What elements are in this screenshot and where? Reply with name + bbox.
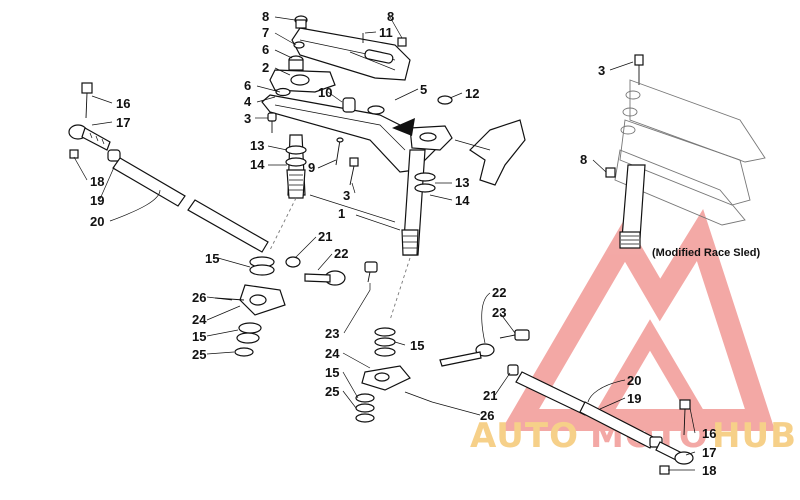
callout-9: 9: [308, 160, 315, 175]
callout-22b: 22: [492, 285, 506, 300]
callout-3b: 3: [343, 188, 350, 203]
callout-26: 26: [192, 290, 206, 305]
callout-14b: 14: [455, 193, 470, 208]
steering-post-right: [389, 149, 436, 321]
callout-21: 21: [318, 229, 332, 244]
callout-20: 20: [90, 214, 104, 229]
upper-steering-arm: [261, 15, 526, 186]
watermark-word-1: AUTO: [470, 416, 579, 456]
callout-4: 4: [244, 94, 252, 109]
callout-6: 6: [262, 42, 269, 57]
callout-17: 17: [116, 115, 130, 130]
callout-8c: 8: [580, 152, 587, 167]
callout-15b: 15: [192, 329, 206, 344]
callout-10: 10: [318, 85, 332, 100]
leader-lines: [73, 16, 696, 471]
callout-12: 12: [465, 86, 479, 101]
callout-3c: 3: [598, 63, 605, 78]
callout-7: 7: [262, 25, 269, 40]
callout-23: 23: [325, 326, 339, 341]
callout-20b: 20: [627, 373, 641, 388]
callout-19b: 19: [627, 391, 641, 406]
right-tie-rod: [507, 364, 694, 475]
race-sled-inset: [605, 54, 766, 249]
left-steering-knuckle: [214, 256, 378, 357]
watermark-word-3: HUB: [712, 416, 797, 456]
callout-5: 5: [420, 82, 427, 97]
callout-18: 18: [90, 174, 104, 189]
callout-21b: 21: [483, 388, 497, 403]
callout-16b: 16: [702, 426, 716, 441]
callout-15: 15: [205, 251, 219, 266]
callout-19: 19: [90, 193, 104, 208]
callout-8b: 8: [387, 9, 394, 24]
callout-3: 3: [244, 111, 251, 126]
callout-26b: 26: [480, 408, 494, 423]
callout-18b: 18: [702, 463, 716, 478]
watermark-logo: AUTO MOTO HUB: [470, 208, 797, 456]
right-steering-knuckle: [355, 327, 530, 423]
callout-labels: 8 7 6 2 6 4 3 13 14 9 3 1 10 8 11 5 12 1…: [90, 9, 761, 478]
callout-16: 16: [116, 96, 130, 111]
left-tie-rod: [68, 82, 301, 268]
callout-23b: 23: [492, 305, 506, 320]
callout-6b: 6: [244, 78, 251, 93]
callout-1: 1: [338, 206, 345, 221]
callout-24b: 24: [325, 346, 340, 361]
callout-17b: 17: [702, 445, 716, 460]
callout-15d: 15: [325, 365, 339, 380]
callout-2: 2: [262, 60, 269, 75]
callout-25b: 25: [325, 384, 339, 399]
callout-13: 13: [250, 138, 264, 153]
callout-11: 11: [379, 25, 393, 40]
callout-8: 8: [262, 9, 269, 24]
inset-caption: (Modified Race Sled): [652, 247, 761, 259]
callout-25: 25: [192, 347, 206, 362]
callout-14: 14: [250, 157, 265, 172]
callout-24: 24: [192, 312, 207, 327]
callout-15c: 15: [410, 338, 424, 353]
steering-post-left: [269, 134, 307, 251]
callout-13b: 13: [455, 175, 469, 190]
callout-22: 22: [334, 246, 348, 261]
